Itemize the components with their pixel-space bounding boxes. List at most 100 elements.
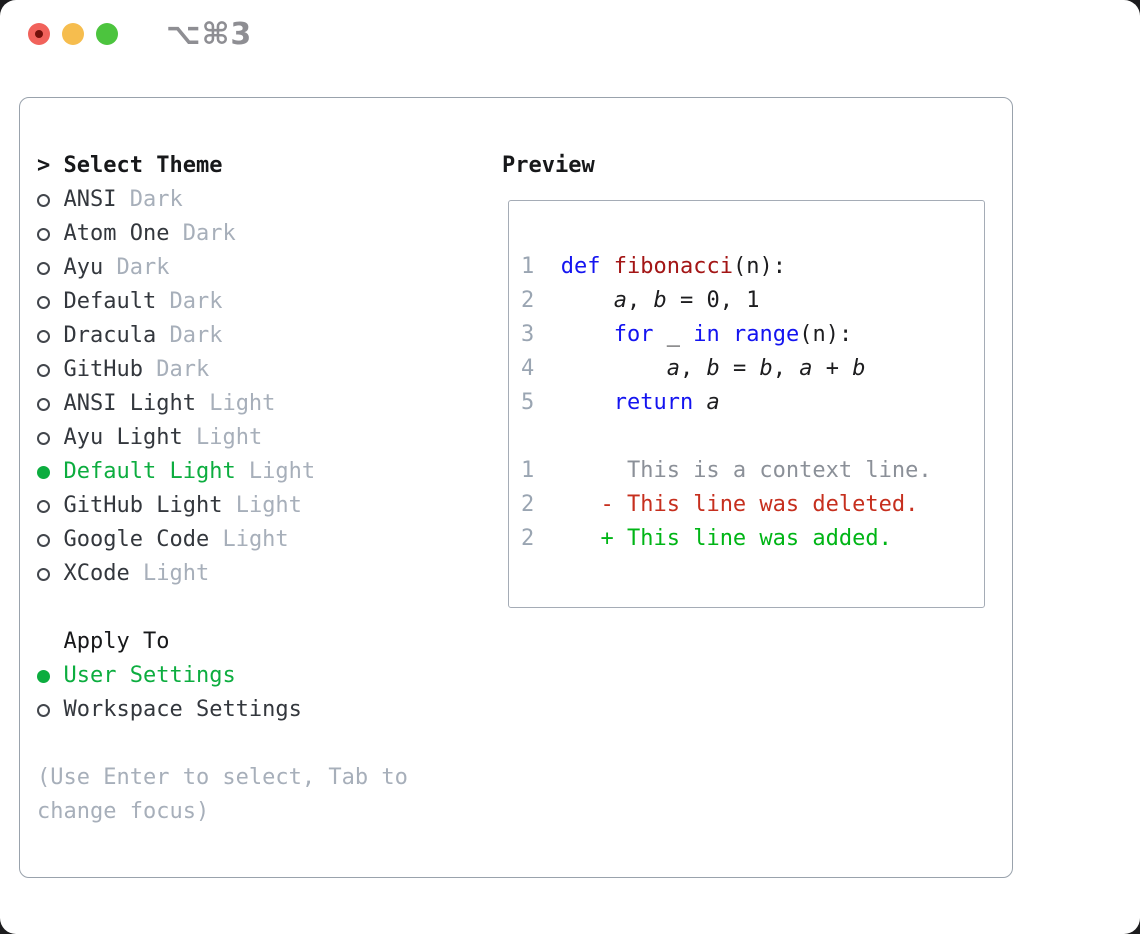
theme-variant: Light	[222, 493, 302, 518]
radio-cell	[37, 183, 64, 217]
token-plain: _	[653, 322, 694, 347]
apply-option-user-settings[interactable]: User Settings	[37, 659, 497, 693]
token-plain	[693, 390, 706, 415]
radio-icon	[37, 568, 50, 581]
radio-cell	[37, 489, 64, 523]
radio-icon	[37, 364, 50, 377]
code-line: 1 def fibonacci(n):	[521, 250, 972, 284]
code-line	[521, 420, 972, 454]
theme-option-github-light[interactable]: GitHub Light Light	[37, 489, 497, 523]
line-number: 5	[521, 390, 535, 415]
theme-name: XCode	[63, 561, 130, 586]
zoom-button-icon[interactable]	[96, 23, 118, 45]
theme-variant: Dark	[103, 255, 170, 280]
theme-variant: Light	[182, 425, 263, 450]
token-plain	[534, 492, 600, 517]
theme-option-dracula[interactable]: Dracula Dark	[37, 319, 497, 353]
radio-cell	[37, 523, 64, 557]
unsaved-dot-icon	[35, 30, 43, 38]
token-plain: =	[719, 356, 760, 381]
token-plain: ,	[626, 288, 654, 313]
diff-context-text: This is a context line.	[534, 458, 932, 483]
preview-heading: Preview	[502, 153, 595, 178]
line-number: 2	[521, 288, 535, 313]
theme-option-atom-one[interactable]: Atom One Dark	[37, 217, 497, 251]
apply-to-title: Apply To	[63, 629, 170, 654]
radio-cell	[37, 251, 64, 285]
token-variable: b	[653, 288, 667, 313]
theme-option-ansi-light[interactable]: ANSI Light Light	[37, 387, 497, 421]
line-number: 2	[521, 492, 535, 517]
theme-name: Google Code	[63, 527, 210, 552]
theme-name: Atom One	[63, 221, 170, 246]
theme-name: ANSI	[63, 187, 117, 212]
radio-selected-icon	[37, 670, 50, 683]
help-text-line-2: change focus)	[37, 799, 210, 824]
radio-icon	[37, 500, 50, 513]
apply-option-workspace-settings[interactable]: Workspace Settings	[37, 693, 497, 727]
theme-name: ANSI Light	[63, 391, 196, 416]
theme-variant: Dark	[142, 357, 210, 382]
theme-name: Ayu	[63, 255, 104, 280]
theme-option-ansi[interactable]: ANSI Dark	[37, 183, 497, 217]
token-plain: = 0, 1	[666, 288, 760, 313]
token-plain: +	[812, 356, 853, 381]
theme-list-title: Select Theme	[63, 153, 223, 178]
theme-option-xcode[interactable]: XCode Light	[37, 557, 497, 591]
code-line: 1 This is a context line.	[521, 454, 972, 488]
theme-name: GitHub Light	[63, 493, 223, 518]
theme-name: Default	[63, 289, 157, 314]
theme-option-ayu-light[interactable]: Ayu Light Light	[37, 421, 497, 455]
theme-option-github[interactable]: GitHub Dark	[37, 353, 497, 387]
theme-list-header: >Select Theme	[37, 149, 497, 183]
diff-deleted-text: - This line was deleted.	[600, 492, 919, 517]
token-plain	[534, 526, 600, 551]
apply-option-label: Workspace Settings	[63, 697, 302, 722]
apply-option-label: User Settings	[63, 663, 236, 688]
radio-cell	[37, 285, 64, 319]
theme-name: Ayu Light	[63, 425, 183, 450]
help-text-line-1: (Use Enter to select, Tab to	[37, 765, 408, 790]
theme-variant: Dark	[156, 323, 223, 348]
theme-option-google-code[interactable]: Google Code Light	[37, 523, 497, 557]
token-plain	[534, 356, 666, 381]
radio-cell	[37, 557, 64, 591]
window-shortcut-label: ⌥⌘3	[166, 17, 253, 52]
theme-option-default-light[interactable]: Default Light Light	[37, 455, 497, 489]
theme-name: Dracula	[63, 323, 157, 348]
radio-cell	[37, 217, 64, 251]
token-variable: a	[799, 356, 813, 381]
radio-cell	[37, 455, 64, 489]
titlebar: ⌥⌘3	[0, 0, 1140, 70]
token-keyword: in	[693, 322, 720, 347]
line-number: 1	[521, 458, 535, 483]
radio-icon	[37, 228, 50, 241]
theme-option-default[interactable]: Default Dark	[37, 285, 497, 319]
theme-option-ayu[interactable]: Ayu Dark	[37, 251, 497, 285]
minimize-button-icon[interactable]	[62, 23, 84, 45]
radio-icon	[37, 432, 50, 445]
radio-selected-icon	[37, 466, 50, 479]
token-plain	[534, 254, 561, 279]
radio-cell	[37, 353, 64, 387]
radio-cell	[37, 693, 64, 727]
radio-icon	[37, 398, 50, 411]
theme-variant: Light	[195, 391, 276, 416]
radio-cell	[37, 387, 64, 421]
theme-variant: Dark	[116, 187, 183, 212]
token-plain: (n):	[799, 322, 853, 347]
spacer-row	[37, 727, 497, 761]
radio-icon	[37, 194, 50, 207]
token-variable: a	[666, 356, 680, 381]
token-variable: a	[613, 288, 627, 313]
token-keyword: return	[613, 390, 694, 415]
diff-added-text: + This line was added.	[600, 526, 892, 551]
radio-icon	[37, 296, 50, 309]
close-button-icon[interactable]	[28, 23, 50, 45]
token-variable: b	[852, 356, 866, 381]
line-number: 3	[521, 322, 535, 347]
